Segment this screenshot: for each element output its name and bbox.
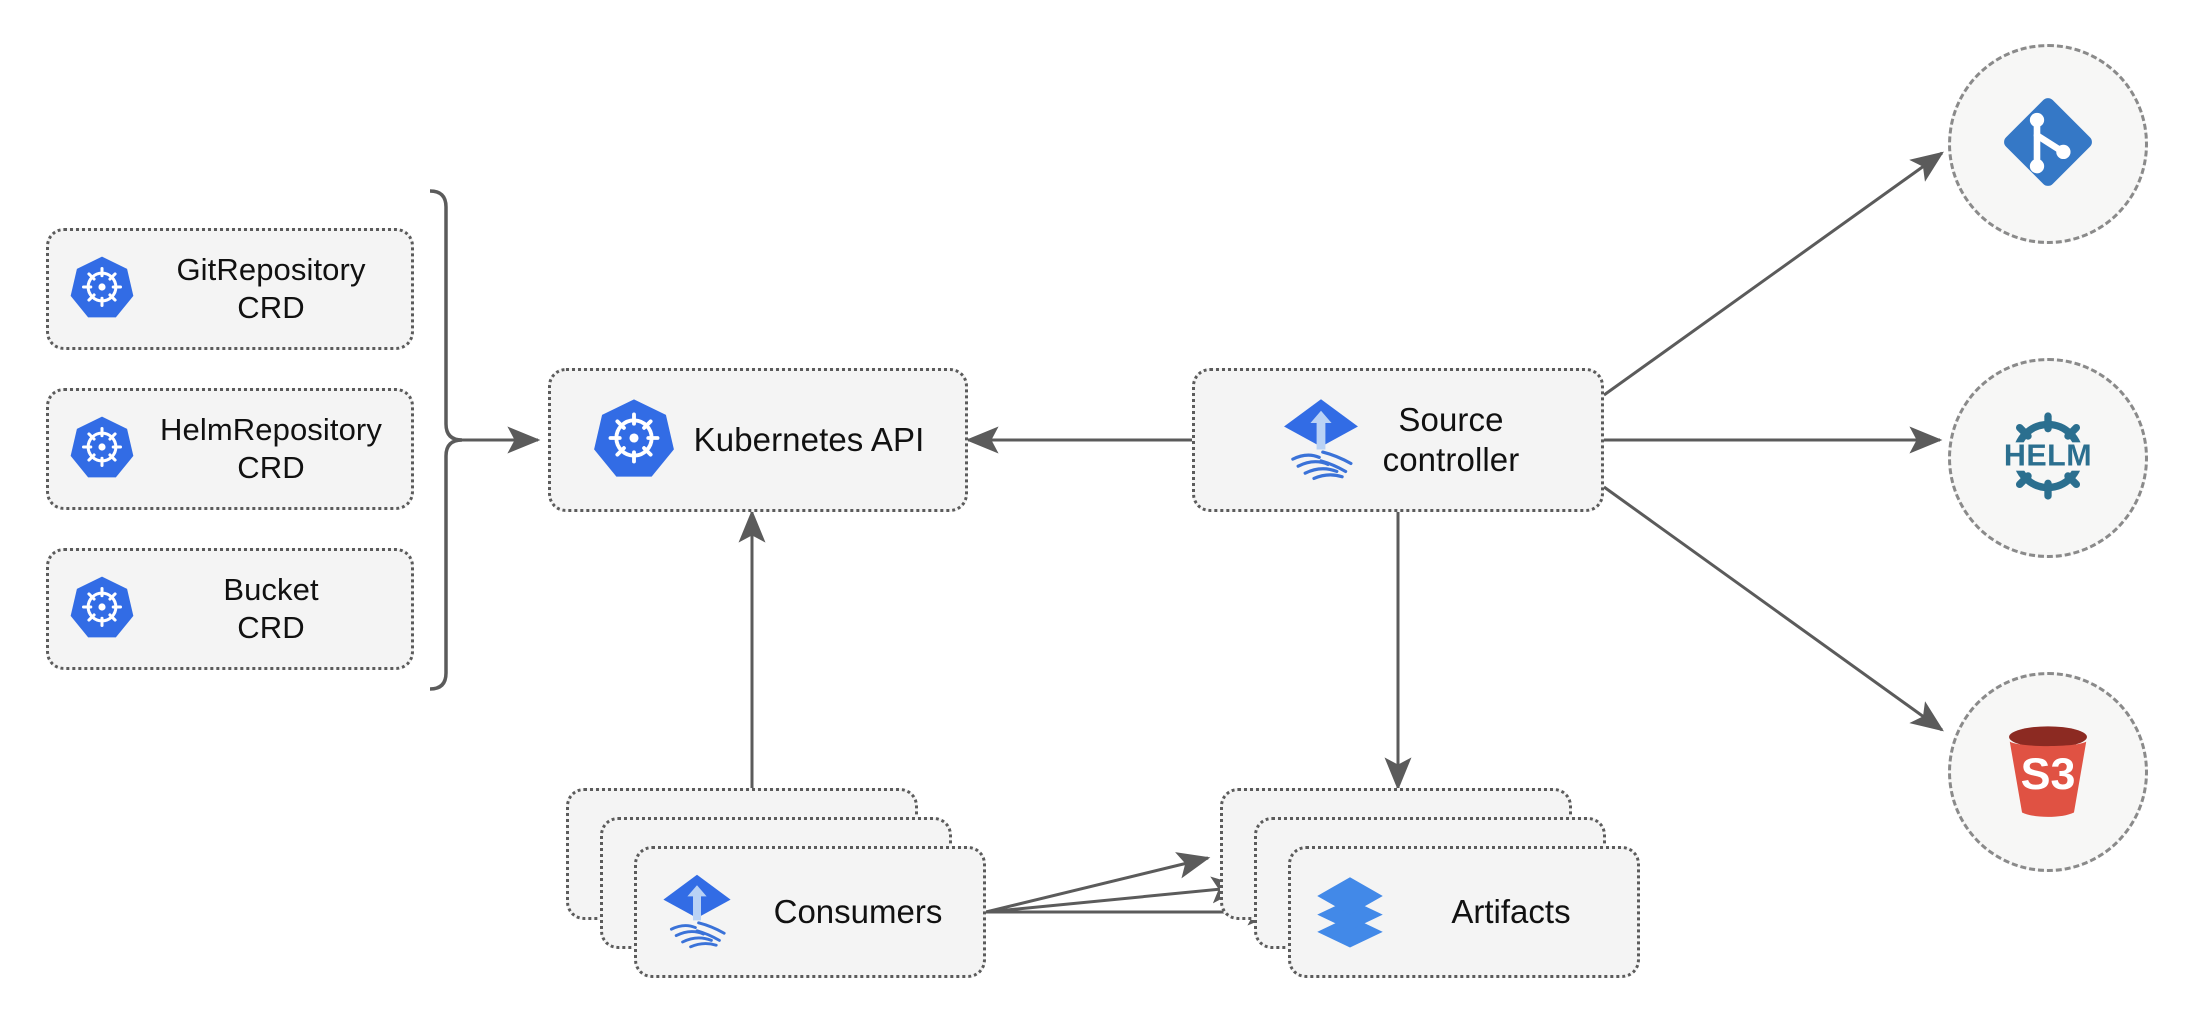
crd-group-brace — [429, 189, 463, 691]
node-label: Source controller — [1382, 400, 1520, 478]
edge-consumers-to-artifacts-2 — [985, 876, 1245, 914]
artifacts-card-front[interactable]: Artifacts — [1288, 846, 1640, 978]
kubernetes-icon — [592, 396, 676, 485]
kubernetes-icon — [69, 254, 135, 325]
s3-bucket-icon: S3 — [1989, 711, 2107, 834]
node-helmrepository-crd[interactable]: HelmRepository CRD — [46, 388, 414, 510]
node-label: Bucket CRD — [223, 572, 319, 645]
kubernetes-icon — [69, 574, 135, 645]
layers-icon — [1311, 871, 1389, 954]
node-label: Artifacts — [1451, 893, 1571, 930]
flux-icon — [657, 870, 737, 955]
edge-consumers-to-artifacts-1 — [985, 852, 1211, 914]
consumers-card-front[interactable]: Consumers — [634, 846, 986, 978]
node-artifacts[interactable]: Artifacts — [1220, 788, 1640, 978]
git-icon — [1993, 87, 2103, 202]
helm-icon: HELM — [1985, 393, 2111, 524]
node-helm-source[interactable]: HELM — [1948, 358, 2148, 558]
node-git-source[interactable] — [1948, 44, 2148, 244]
node-s3-source[interactable]: S3 — [1948, 672, 2148, 872]
edge-source-to-git — [1603, 151, 1944, 397]
node-kubernetes-api[interactable]: Kubernetes API — [548, 368, 968, 512]
edge-source-to-s3 — [1603, 485, 1944, 732]
node-source-controller[interactable]: Source controller — [1192, 368, 1604, 512]
helm-label: HELM — [2004, 438, 2092, 472]
node-bucket-crd[interactable]: Bucket CRD — [46, 548, 414, 670]
kubernetes-icon — [69, 414, 135, 485]
node-label: GitRepository CRD — [176, 252, 366, 325]
node-gitrepository-crd[interactable]: GitRepository CRD — [46, 228, 414, 350]
s3-label: S3 — [2021, 747, 2076, 798]
node-label: Kubernetes API — [693, 420, 925, 458]
node-label: Consumers — [773, 893, 943, 930]
node-consumers[interactable]: Consumers — [566, 788, 986, 978]
node-label: HelmRepository CRD — [160, 412, 382, 485]
flux-icon — [1277, 394, 1365, 487]
